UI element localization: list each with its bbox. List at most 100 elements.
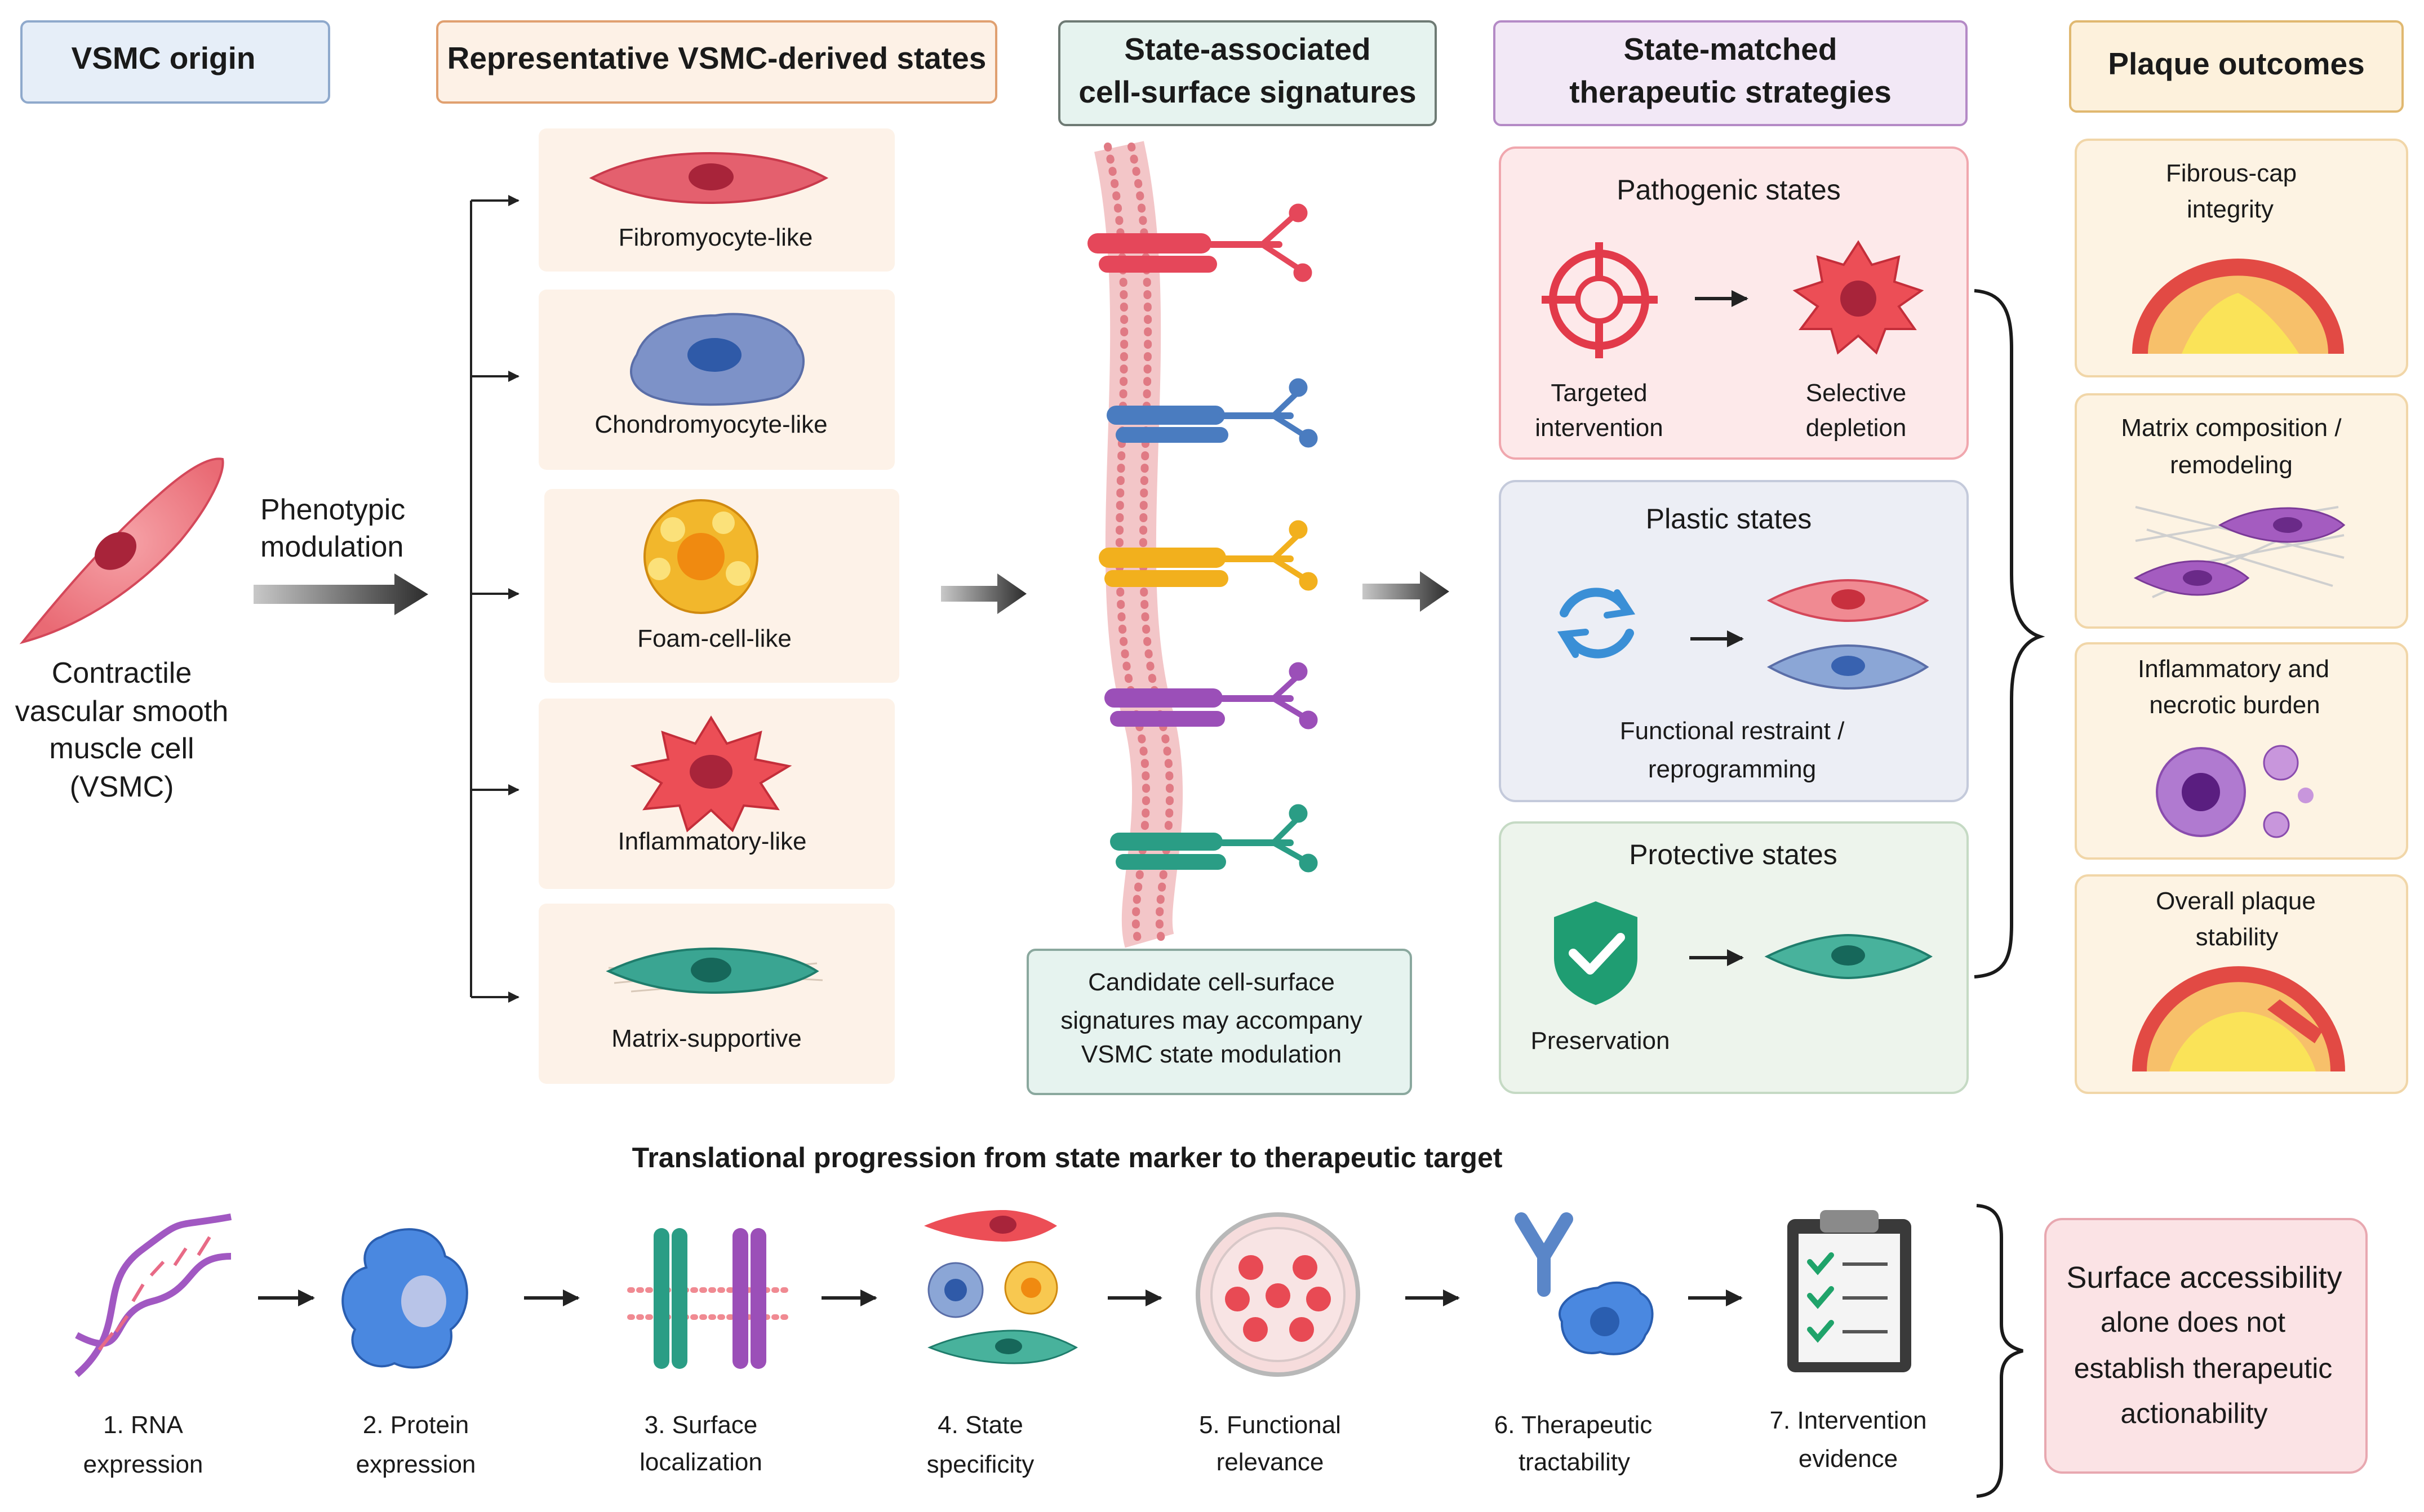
outcome-fibrous-cap-line2: integrity — [2187, 195, 2274, 223]
step-3-line2: localization — [640, 1448, 762, 1476]
plaque-cross-section-icon — [2132, 259, 2344, 354]
progression-bracket — [1976, 1204, 2023, 1498]
membrane-caption-line2: signatures may accompany — [1060, 1007, 1362, 1034]
strategy-card-protective: Protective states Preservation — [1499, 821, 1969, 1094]
conclusion-line3: establish therapeutic — [2074, 1353, 2333, 1384]
pathogenic-title: Pathogenic states — [1617, 174, 1841, 206]
step-surface-localization-icon — [627, 1228, 789, 1369]
membrane-caption-box: Candidate cell-surface signatures may ac… — [1027, 949, 1412, 1095]
membrane-receptors — [1087, 203, 1318, 873]
state-card-fibromyocyte: Fibromyocyte-like — [539, 128, 895, 272]
header-strategies: State-matched therapeutic strategies — [1493, 20, 1968, 126]
step-antibody-icon — [1515, 1212, 1654, 1355]
state-label-foam-cell: Foam-cell-like — [637, 625, 792, 652]
matrix-fibers-icon — [2133, 506, 2346, 598]
step-state-specificity-icon — [924, 1210, 1078, 1364]
step-7-line1: 7. Intervention — [1770, 1407, 1927, 1434]
outcome-stability-line1: Overall plaque — [2156, 887, 2316, 915]
header-signatures-line1: State-associated — [1124, 32, 1370, 66]
outcome-matrix-line2: remodeling — [2170, 451, 2293, 479]
targeted-intervention-line2: intervention — [1535, 414, 1663, 442]
header-signatures: State-associated cell-surface signatures — [1058, 20, 1437, 126]
step-5-line2: relevance — [1217, 1448, 1324, 1476]
receptor-red-icon — [1087, 203, 1312, 282]
cell-membrane-bilayer — [1094, 141, 1183, 948]
plastic-label-line2: reprogramming — [1648, 755, 1816, 783]
modulation-arrow-icon — [254, 573, 428, 615]
outcome-inflammatory-line2: necrotic burden — [2149, 691, 2320, 719]
stable-plaque-icon — [2132, 966, 2345, 1071]
header-signatures-line2: cell-surface signatures — [1078, 74, 1416, 109]
step-1-line2: expression — [83, 1451, 203, 1478]
outcome-fibrous-cap-line1: Fibrous-cap — [2166, 159, 2297, 187]
state-label-matrix-supportive: Matrix-supportive — [611, 1025, 801, 1052]
header-origin-text: VSMC origin — [72, 41, 256, 75]
necrotic-cells-icon — [2156, 745, 2314, 838]
shield-check-icon — [1554, 901, 1637, 1005]
step-functional-dish-icon — [1196, 1212, 1360, 1377]
state-branch-lines — [470, 195, 520, 1003]
conclusion-line2: alone does not — [2101, 1306, 2285, 1338]
step-1-line1: 1. RNA — [103, 1411, 183, 1439]
translational-title: Translational progression from state mar… — [632, 1142, 1503, 1173]
state-label-fibromyocyte: Fibromyocyte-like — [619, 224, 813, 251]
outcome-card-matrix: Matrix composition / remodeling — [2075, 393, 2408, 629]
header-states: Representative VSMC-derived states — [436, 20, 997, 104]
state-card-chondromyocyte: Chondromyocyte-like — [539, 290, 895, 470]
outcome-card-fibrous-cap: Fibrous-cap integrity — [2075, 139, 2408, 377]
state-card-matrix-supportive: Matrix-supportive — [539, 904, 895, 1084]
selective-depletion-line2: depletion — [1806, 414, 1907, 442]
conclusion-box: Surface accessibility alone does not est… — [2044, 1218, 2368, 1474]
origin-cell-label: Contractile vascular smooth muscle cell … — [15, 657, 229, 803]
receptor-teal-icon — [1110, 804, 1318, 873]
conclusion-line4: actionability — [2120, 1398, 2267, 1429]
outcome-matrix-line1: Matrix composition / — [2121, 414, 2342, 442]
step-rna-icon — [74, 1213, 232, 1377]
header-outcomes-text: Plaque outcomes — [2108, 46, 2364, 81]
membrane-caption-line1: Candidate cell-surface — [1088, 968, 1335, 996]
modulation-line2: modulation — [260, 531, 403, 563]
step-7-line2: evidence — [1799, 1445, 1898, 1473]
header-outcomes: Plaque outcomes — [2069, 20, 2404, 113]
step-labels: 1. RNA expression 2. Protein expression … — [83, 1407, 1927, 1478]
strategy-card-pathogenic: Pathogenic states Targeted intervention … — [1499, 146, 1969, 460]
states-to-signatures-arrow-icon — [941, 573, 1027, 614]
state-card-inflammatory: Inflammatory-like — [539, 699, 895, 889]
preservation-label: Preservation — [1530, 1027, 1670, 1055]
phenotypic-modulation-label: Phenotypic modulation — [260, 493, 405, 563]
outcome-inflammatory-line1: Inflammatory and — [2138, 655, 2329, 683]
header-strategies-line1: State-matched — [1624, 32, 1837, 66]
outcome-card-stability: Overall plaque stability — [2075, 874, 2408, 1094]
header-origin: VSMC origin — [20, 20, 330, 104]
strategies-bracket — [1974, 289, 2045, 979]
conclusion-line1: Surface accessibility — [2066, 1261, 2342, 1295]
state-card-foam-cell: Foam-cell-like — [544, 489, 899, 683]
state-label-inflammatory: Inflammatory-like — [618, 828, 807, 855]
origin-label-line2: vascular smooth — [15, 695, 229, 728]
outcome-card-inflammatory: Inflammatory and necrotic burden — [2075, 642, 2408, 860]
membrane-caption-line3: VSMC state modulation — [1081, 1040, 1342, 1068]
step-6-line2: tractability — [1519, 1448, 1630, 1476]
outcome-stability-line2: stability — [2196, 923, 2279, 951]
step-2-line2: expression — [356, 1451, 476, 1478]
receptor-yellow-icon — [1099, 520, 1318, 591]
signatures-to-strategies-arrow-icon — [1362, 571, 1449, 612]
plastic-label-line1: Functional restraint / — [1620, 717, 1845, 745]
step-2-line1: 2. Protein — [363, 1411, 469, 1439]
step-3-line1: 3. Surface — [645, 1411, 758, 1439]
origin-label-line3: muscle cell — [49, 732, 194, 765]
state-label-chondromyocyte: Chondromyocyte-like — [594, 411, 827, 438]
protective-title: Protective states — [1629, 839, 1837, 870]
step-5-line1: 5. Functional — [1199, 1411, 1341, 1439]
receptor-blue-icon — [1107, 378, 1318, 448]
step-clipboard-checklist-icon — [1787, 1210, 1911, 1372]
cycle-arrows-icon — [1557, 588, 1636, 659]
step-protein-icon — [341, 1228, 468, 1369]
modulation-line1: Phenotypic — [260, 493, 405, 526]
contractile-vsmc-cell-icon — [19, 457, 224, 644]
step-4-line1: 4. State — [938, 1411, 1023, 1439]
targeted-intervention-line1: Targeted — [1551, 379, 1647, 407]
origin-label-line1: Contractile — [52, 657, 192, 690]
receptor-purple-icon — [1104, 662, 1318, 730]
selective-depletion-line1: Selective — [1806, 379, 1907, 407]
